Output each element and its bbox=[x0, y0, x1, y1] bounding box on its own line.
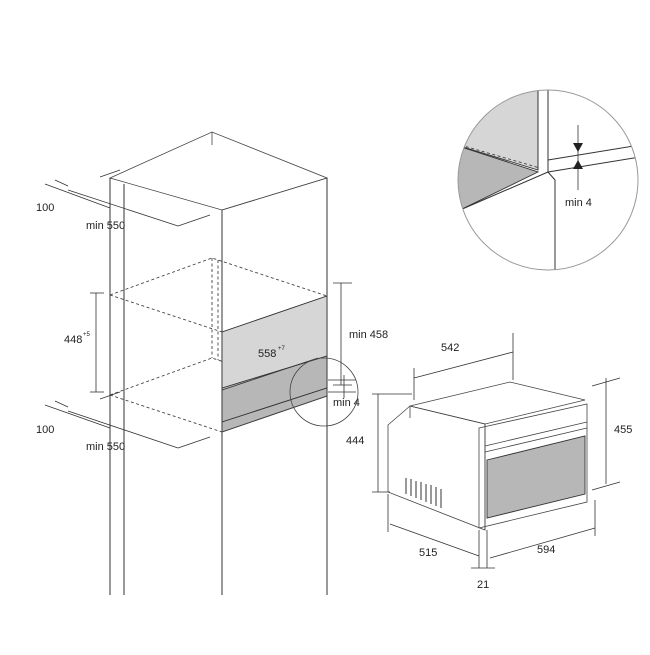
detail-circle bbox=[457, 89, 639, 271]
dimension-upper-depth: 100 min 550 bbox=[36, 169, 211, 232]
oven-front-height-label: 455 bbox=[614, 424, 632, 436]
dimension-oven-width: 542 bbox=[413, 333, 514, 400]
dimension-oven-front-width: 594 bbox=[486, 500, 596, 568]
dimension-shelf-gap: min 4 bbox=[328, 375, 360, 409]
dimension-oven-front-height: 455 bbox=[591, 377, 632, 491]
dimension-niche-min-height: min 458 bbox=[333, 282, 388, 386]
oven-front-thickness-label: 21 bbox=[477, 579, 489, 591]
dimension-niche-height: 448 +5 bbox=[64, 292, 104, 393]
dimension-lower-depth: 100 min 550 bbox=[36, 391, 211, 453]
oven-front-width-label: 594 bbox=[537, 544, 555, 556]
dimension-niche-width: 558 +7 bbox=[221, 346, 319, 391]
oven-body-height-label: 444 bbox=[346, 435, 364, 447]
niche-height-tolerance: +5 bbox=[83, 332, 91, 338]
niche-height-label: 448 bbox=[64, 334, 82, 346]
detail-marker-circle bbox=[289, 357, 359, 427]
lower-offset-label: 100 bbox=[36, 424, 54, 436]
niche-width-label: 558 bbox=[258, 348, 276, 360]
detail-gap-label: min 4 bbox=[565, 197, 592, 209]
dimension-oven-depth: 515 bbox=[387, 494, 480, 568]
vent-slots-icon bbox=[405, 478, 442, 508]
niche-width-tolerance: +7 bbox=[278, 346, 286, 352]
oven-drawing bbox=[387, 381, 588, 531]
dimension-oven-front-thickness: 21 bbox=[471, 567, 495, 591]
niche-min-height-label: min 458 bbox=[349, 329, 388, 341]
shelf-gap-label: min 4 bbox=[333, 397, 360, 409]
oven-width-label: 542 bbox=[441, 342, 459, 354]
detail-view: min 4 bbox=[457, 89, 639, 271]
oven-depth-label: 515 bbox=[419, 547, 437, 559]
dimension-oven-body-height: 444 bbox=[346, 393, 412, 493]
upper-depth-label: min 550 bbox=[86, 220, 125, 232]
cabinet-drawing bbox=[108, 131, 329, 595]
lower-depth-label: min 550 bbox=[86, 441, 125, 453]
upper-offset-label: 100 bbox=[36, 202, 54, 214]
